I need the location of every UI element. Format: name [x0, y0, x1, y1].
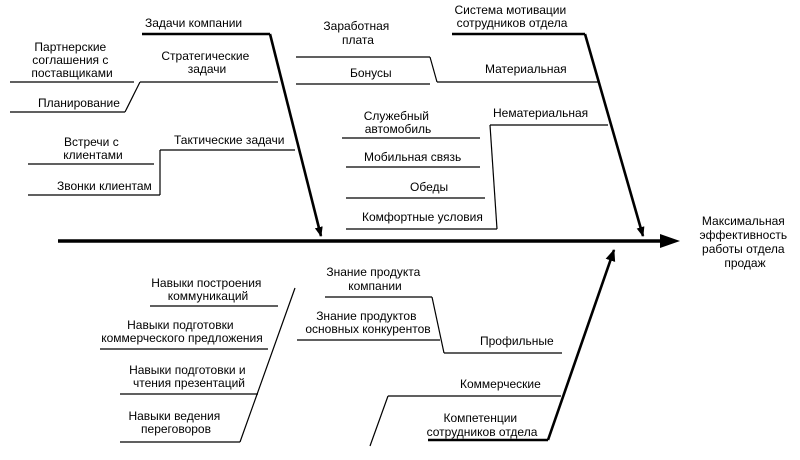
presentation-label: Навыки подготовки и чтения презентаций [129, 363, 249, 390]
effect-label: Максимальная эффективность работы отдела… [700, 214, 791, 270]
effect-line-4: продаж [724, 256, 765, 270]
tactical-tasks-label: Тактические задачи [174, 133, 284, 147]
client-meetings-label: Встречи с клиентами [63, 135, 122, 162]
effect-line-2: эффективность [700, 228, 788, 242]
motivation-label: Система мотивации сотрудников отдела [454, 3, 569, 30]
profile-label: Профильные [480, 334, 554, 348]
proposal-label: Навыки подготовки коммерческого предложе… [101, 318, 263, 345]
planning-label: Планирование [38, 96, 120, 110]
communication-label: Навыки построения коммуникаций [151, 276, 265, 303]
negotiation-label: Навыки ведения переговоров [128, 409, 223, 436]
competencies-label: Компетенции сотрудников отдела [427, 411, 538, 439]
lunch-label: Обеды [410, 180, 448, 194]
car-label: Служебный автомобиль [364, 109, 433, 136]
commercial-label: Коммерческие [460, 377, 541, 391]
effect-line-1: Максимальная [702, 214, 785, 228]
commercial-left-bone [239, 287, 296, 443]
product-knowledge-label: Знание продукта компании [326, 265, 423, 293]
partner-agreements-label: Партнерские соглашения с поставщиками [31, 40, 112, 80]
commercial-sub-bone [369, 395, 389, 447]
material-sub-bone [429, 56, 438, 83]
nonmaterial-label: Нематериальная [493, 106, 588, 120]
bonuses-label: Бонусы [350, 66, 392, 80]
nonmaterial-sub-bone [489, 124, 498, 230]
profile-sub-bone [431, 296, 445, 354]
salary-label: Заработная плата [323, 19, 392, 47]
competitors-knowledge-label: Знание продуктов основных конкурентов [305, 309, 430, 336]
branch-motivation-bone [583, 33, 645, 237]
client-calls-label: Звонки клиентам [57, 179, 152, 193]
comfort-label: Комфортные условия [362, 210, 483, 224]
company-tasks-label: Задачи компании [145, 16, 242, 30]
strategic-tasks-label: Стратегические задачи [161, 49, 252, 76]
branch-company-tasks-bone [268, 33, 323, 237]
spine-arrowhead-icon [660, 234, 680, 248]
effect-line-3: работы отдела [702, 242, 785, 256]
branch-competencies-bone [546, 249, 616, 441]
mobile-label: Мобильная связь [364, 150, 461, 164]
material-label: Материальная [485, 62, 567, 76]
strategic-sub-bone [124, 81, 141, 113]
